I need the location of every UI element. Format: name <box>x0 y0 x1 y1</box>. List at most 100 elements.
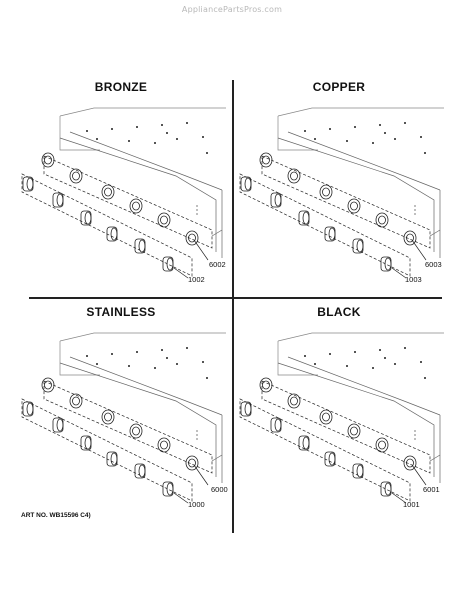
panel-mark <box>202 136 204 138</box>
panel-mark <box>329 353 331 355</box>
knob-exploded-drawing <box>21 107 226 279</box>
bezel-ring <box>347 423 361 439</box>
range-top-outline <box>277 107 444 117</box>
quadrant-title: BRONZE <box>94 80 148 94</box>
panel-mark <box>176 363 178 365</box>
bezel-center <box>322 187 330 197</box>
quadrant-title: STAINLESS <box>86 305 156 319</box>
panel-mark <box>166 132 168 134</box>
panel-mark <box>128 140 130 142</box>
bezel-ring <box>403 455 417 471</box>
knob-exploded-drawing <box>21 332 226 504</box>
panel-mark <box>420 136 422 138</box>
bezel-center <box>262 155 270 165</box>
bezel-ring <box>287 393 301 409</box>
knob-face <box>356 239 364 253</box>
panel-mark <box>206 377 208 379</box>
bezel-center <box>160 215 168 225</box>
panel-mark <box>354 126 356 128</box>
bezel-ring <box>157 437 171 453</box>
panel-mark <box>166 357 168 359</box>
knob-face <box>302 436 310 450</box>
lower-dashed-bracket <box>239 398 411 502</box>
part-number-upper: 6001 <box>423 485 440 494</box>
bezel-center <box>72 396 80 406</box>
knob-face <box>384 257 392 271</box>
knob-face <box>166 482 174 496</box>
upper-dashed-bracket <box>261 380 431 474</box>
control-panel-edge <box>69 131 223 191</box>
knob-face <box>110 227 118 241</box>
bezel-ring <box>259 152 273 168</box>
control-panel-edge <box>211 229 223 237</box>
knob-face <box>302 211 310 225</box>
knob-face <box>274 418 282 432</box>
bezel-center <box>188 458 196 468</box>
part-number-upper: 6002 <box>209 260 226 269</box>
knob-face <box>166 257 174 271</box>
panel-mark <box>404 122 406 124</box>
panel-mark <box>128 365 130 367</box>
knob-face <box>26 402 34 416</box>
quadrant-title: BLACK <box>317 305 361 319</box>
part-number-lower: 1000 <box>188 500 205 509</box>
panel-mark <box>202 361 204 363</box>
bezel-center <box>132 426 140 436</box>
leader-line-lower <box>173 267 189 279</box>
bezel-center <box>160 440 168 450</box>
bezel-ring <box>69 393 83 409</box>
bezel-center <box>262 380 270 390</box>
panel-mark <box>329 128 331 130</box>
line-art <box>21 107 226 279</box>
panel-mark <box>394 138 396 140</box>
line-art <box>21 332 226 504</box>
panel-mark <box>111 353 113 355</box>
panel-mark <box>372 142 374 144</box>
panel-mark <box>379 124 381 126</box>
bezel-center <box>104 412 112 422</box>
panel-mark <box>154 367 156 369</box>
bezel-ring <box>319 184 333 200</box>
panel-mark <box>186 347 188 349</box>
quadrant-copper: COPPER 6003 1003 <box>234 80 444 290</box>
knob-face <box>244 177 252 191</box>
leader-line-upper <box>411 239 427 261</box>
panel-mark <box>314 138 316 140</box>
bezel-ring <box>129 423 143 439</box>
range-top-outline <box>277 116 318 151</box>
quadrant-title: COPPER <box>312 80 366 94</box>
bezel-center <box>350 426 358 436</box>
panel-mark <box>346 140 348 142</box>
knob-face <box>56 193 64 207</box>
knob-face <box>356 464 364 478</box>
panel-mark <box>304 355 306 357</box>
knob-face <box>84 211 92 225</box>
lower-dashed-bracket <box>239 173 411 277</box>
panel-mark <box>96 138 98 140</box>
range-top-outline <box>277 341 318 376</box>
part-number-upper: 6000 <box>211 485 228 494</box>
bezel-ring <box>101 184 115 200</box>
knob-face <box>384 482 392 496</box>
leader-line-upper <box>193 464 209 486</box>
bezel-center <box>290 171 298 181</box>
control-panel-edge <box>59 137 217 252</box>
lower-dashed-bracket <box>21 398 193 502</box>
panel-mark <box>414 205 416 215</box>
knob-face <box>328 227 336 241</box>
knob-face <box>26 177 34 191</box>
panel-mark <box>394 363 396 365</box>
horizontal-divider <box>29 297 442 299</box>
knob-face <box>110 452 118 466</box>
control-panel-edge <box>69 356 223 416</box>
panel-mark <box>314 363 316 365</box>
lower-dashed-bracket <box>21 173 193 277</box>
quadrant-bronze: BRONZE 6002 1002 <box>16 80 226 290</box>
panel-mark <box>424 152 426 154</box>
bezel-ring <box>403 230 417 246</box>
panel-mark <box>86 130 88 132</box>
panel-mark <box>384 132 386 134</box>
range-top-outline <box>59 116 100 151</box>
vertical-divider <box>232 80 234 533</box>
knob-face <box>138 239 146 253</box>
